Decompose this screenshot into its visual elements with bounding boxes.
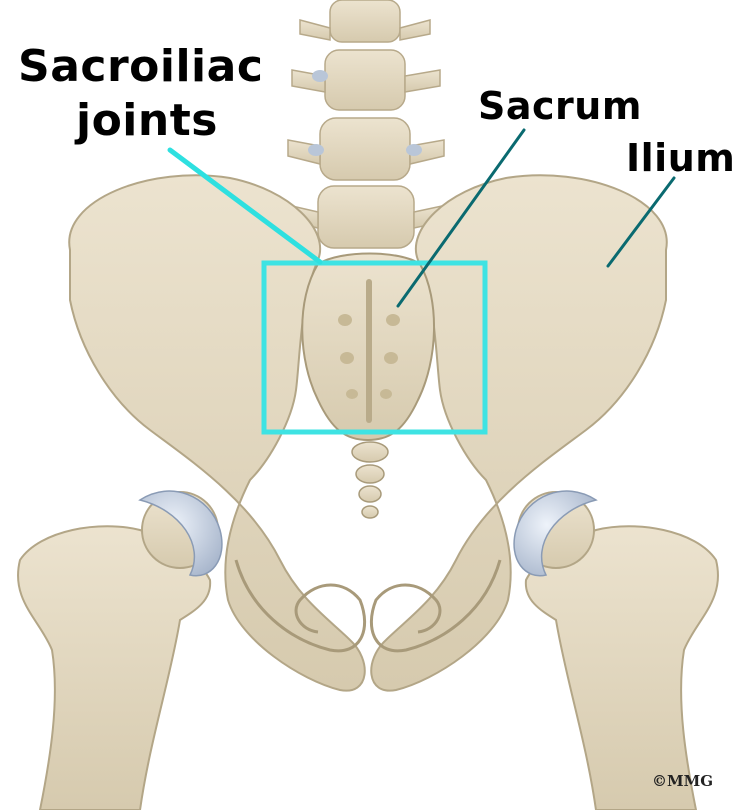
lumbar-spine bbox=[288, 0, 444, 248]
copyright-text: ©MMG bbox=[652, 772, 713, 790]
coccyx bbox=[352, 442, 388, 518]
sacroiliac-label-line2: joints bbox=[18, 94, 263, 148]
right-femur bbox=[518, 492, 718, 810]
sacroiliac-joints-label: Sacroiliac joints bbox=[18, 40, 263, 148]
ilium-label: Ilium bbox=[626, 136, 735, 180]
sacrum-label: Sacrum bbox=[478, 84, 642, 128]
sacroiliac-label-line1: Sacroiliac bbox=[18, 40, 263, 94]
left-femur bbox=[18, 492, 218, 810]
